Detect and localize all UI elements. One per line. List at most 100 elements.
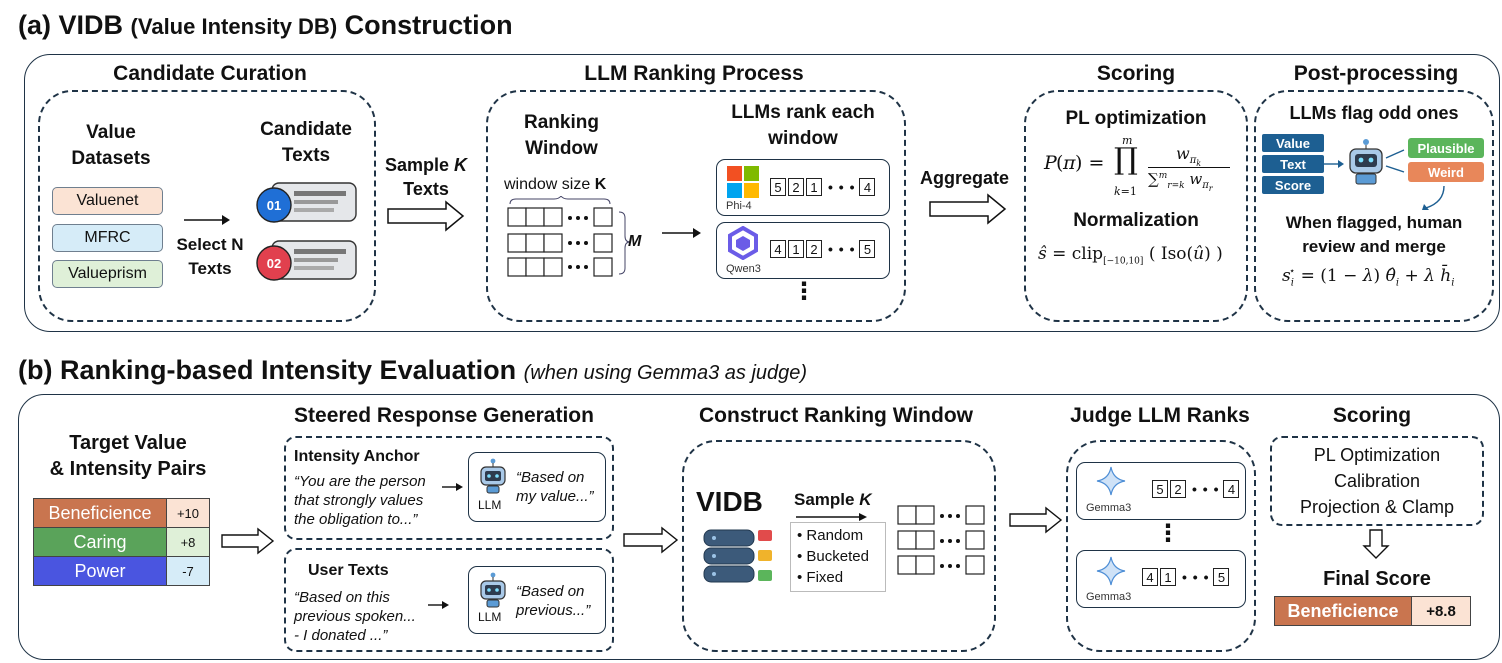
rank-cell: 4: [1142, 568, 1158, 586]
llm-ranking-box: [486, 90, 906, 322]
intensity-anchor-title: Intensity Anchor: [294, 448, 420, 465]
steered-hollow-arrow: [623, 526, 679, 554]
more-models-dots: ⋮: [792, 278, 816, 305]
post-processing-box: [1254, 90, 1494, 322]
construct-window-grid: [897, 505, 985, 575]
rank-cell: 1: [806, 178, 822, 196]
post-processing-header: Post-processing: [1293, 62, 1459, 85]
microsoft-logo-icon: [727, 166, 759, 198]
option-fixed: Fixed: [806, 569, 844, 586]
candidate-doc-icons: 01 02: [256, 182, 357, 281]
list-item: • Random: [797, 527, 864, 544]
intensity-anchor-box: [284, 436, 614, 540]
scoring-b-box: [1270, 436, 1484, 526]
user-arrow: [428, 601, 449, 609]
weird-chip: Weird: [1408, 162, 1484, 182]
part-b-label: (b): [18, 355, 53, 385]
part-b-title-main: Ranking-based Intensity Evaluation: [60, 355, 517, 385]
tag-text: Text: [1262, 155, 1324, 173]
sample-hollow-arrow: [387, 200, 465, 232]
construct-header: Construct Ranking Window: [699, 404, 973, 427]
ranking-window-title: Ranking Window: [524, 112, 599, 159]
list-item: • Fixed: [797, 569, 844, 586]
gemma3-ranks-1: 5 2 • • • 4: [1152, 480, 1241, 498]
part-b-title-note: (when using Gemma3 as judge): [523, 362, 808, 384]
more-judges-dots: ⋮: [1156, 520, 1180, 547]
target-value: -7: [166, 556, 210, 586]
rank-ellipsis: • • •: [828, 179, 856, 195]
tag-value: Value: [1262, 134, 1324, 152]
judge-box: [1066, 440, 1256, 652]
gemma3-box-1: [1076, 462, 1246, 520]
part-a-label: (a): [18, 10, 51, 40]
final-score-name: Beneficience: [1274, 596, 1412, 626]
pl-optimization-title: PL optimization: [1065, 108, 1207, 129]
normalization-title: Normalization: [1073, 210, 1199, 231]
target-value: +8: [166, 527, 210, 557]
construct-sample-k: K: [859, 490, 872, 509]
target-table: Beneficience +10 Caring +8 Power -7: [33, 498, 210, 586]
window-to-llm-arrow: [662, 228, 701, 238]
candidate-curation-header: Candidate Curation: [113, 62, 307, 85]
construct-box: [682, 440, 996, 652]
rank-cell: 1: [788, 240, 804, 258]
robot-icon: [480, 458, 506, 494]
option-bucketed: Bucketed: [806, 548, 869, 565]
window-size-label: window size K: [504, 176, 606, 194]
select-arrow: [184, 215, 230, 225]
user-texts-title: User Texts: [308, 562, 389, 579]
qwen-logo-icon: [728, 226, 758, 260]
part-a-title-tail: Construction: [344, 10, 513, 40]
part-a-title: (a) VIDB (Value Intensity DB) Constructi…: [18, 10, 513, 41]
rank-cell: 1: [1160, 568, 1176, 586]
plausible-chip: Plausible: [1408, 138, 1484, 158]
part-a-title-paren: (Value Intensity DB): [130, 14, 338, 39]
target-name-power: Power: [33, 556, 167, 586]
rank-cell: 5: [1213, 568, 1230, 586]
construct-hollow-arrow: [1009, 506, 1063, 534]
rank-ellipsis: • • •: [1182, 569, 1210, 585]
flag-curve-arrow: [1422, 185, 1445, 210]
m-label: M: [628, 233, 642, 250]
rank-ellipsis: • • •: [1192, 481, 1220, 497]
rank-cell: 5: [1152, 480, 1168, 498]
qwen3-ranks: 4 1 2 • • • 5: [770, 240, 877, 258]
normalization-formula: ŝ = clip[−10,10] ( Iso(û) ): [1038, 244, 1223, 267]
robot-judge-icon: [1324, 139, 1405, 185]
sampling-options: • Random • Bucketed • Fixed: [790, 522, 886, 592]
part-a-panel: [24, 54, 1500, 332]
gemma-logo-icon: [1096, 466, 1126, 496]
rank-ellipsis: • • •: [828, 241, 856, 257]
aggregate-label: Aggregate: [920, 168, 1010, 188]
phi4-name: Phi-4: [726, 200, 752, 212]
user-llm-box: [468, 566, 606, 634]
candidate-curation-box: [38, 90, 376, 322]
rank-cell: 4: [859, 178, 876, 196]
step-calibration: Calibration: [1333, 471, 1421, 491]
part-a-title-main: VIDB: [58, 10, 124, 40]
target-name-caring: Caring: [33, 527, 167, 557]
window-size-text: window size: [504, 176, 591, 193]
user-reply: “Based on previous...”: [516, 583, 591, 619]
user-texts-text: “Based on this previous spoken... - I do…: [294, 589, 416, 644]
flag-review-text: When flagged, human review and merge: [1285, 213, 1463, 256]
table-row: Beneficience +10: [33, 498, 210, 528]
robot-icon: [480, 572, 506, 608]
phi4-ranks: 5 2 1 • • • 4: [770, 178, 877, 196]
sample-k: K: [454, 155, 468, 175]
anchor-llm-box: [468, 452, 606, 522]
gemma-logo-icon: [1096, 556, 1126, 586]
window-size-k: K: [594, 176, 607, 193]
dataset-mfrc: MFRC: [52, 224, 163, 252]
flag-title: LLMs flag odd ones: [1289, 103, 1459, 123]
sample-word: Sample: [384, 155, 449, 175]
qwen3-name: Qwen3: [726, 263, 761, 275]
part-b-panel: [18, 394, 1500, 660]
rank-cell: 5: [770, 178, 786, 196]
rank-cell: 4: [1223, 480, 1240, 498]
llm-ranking-process-header: LLM Ranking Process: [584, 62, 804, 85]
user-texts-box: [284, 548, 614, 652]
gemma3-ranks-2: 4 1 • • • 5: [1142, 568, 1231, 586]
dataset-valueprism: Valueprism: [52, 260, 163, 288]
llms-rank-title: LLMs rank each window: [731, 102, 875, 149]
